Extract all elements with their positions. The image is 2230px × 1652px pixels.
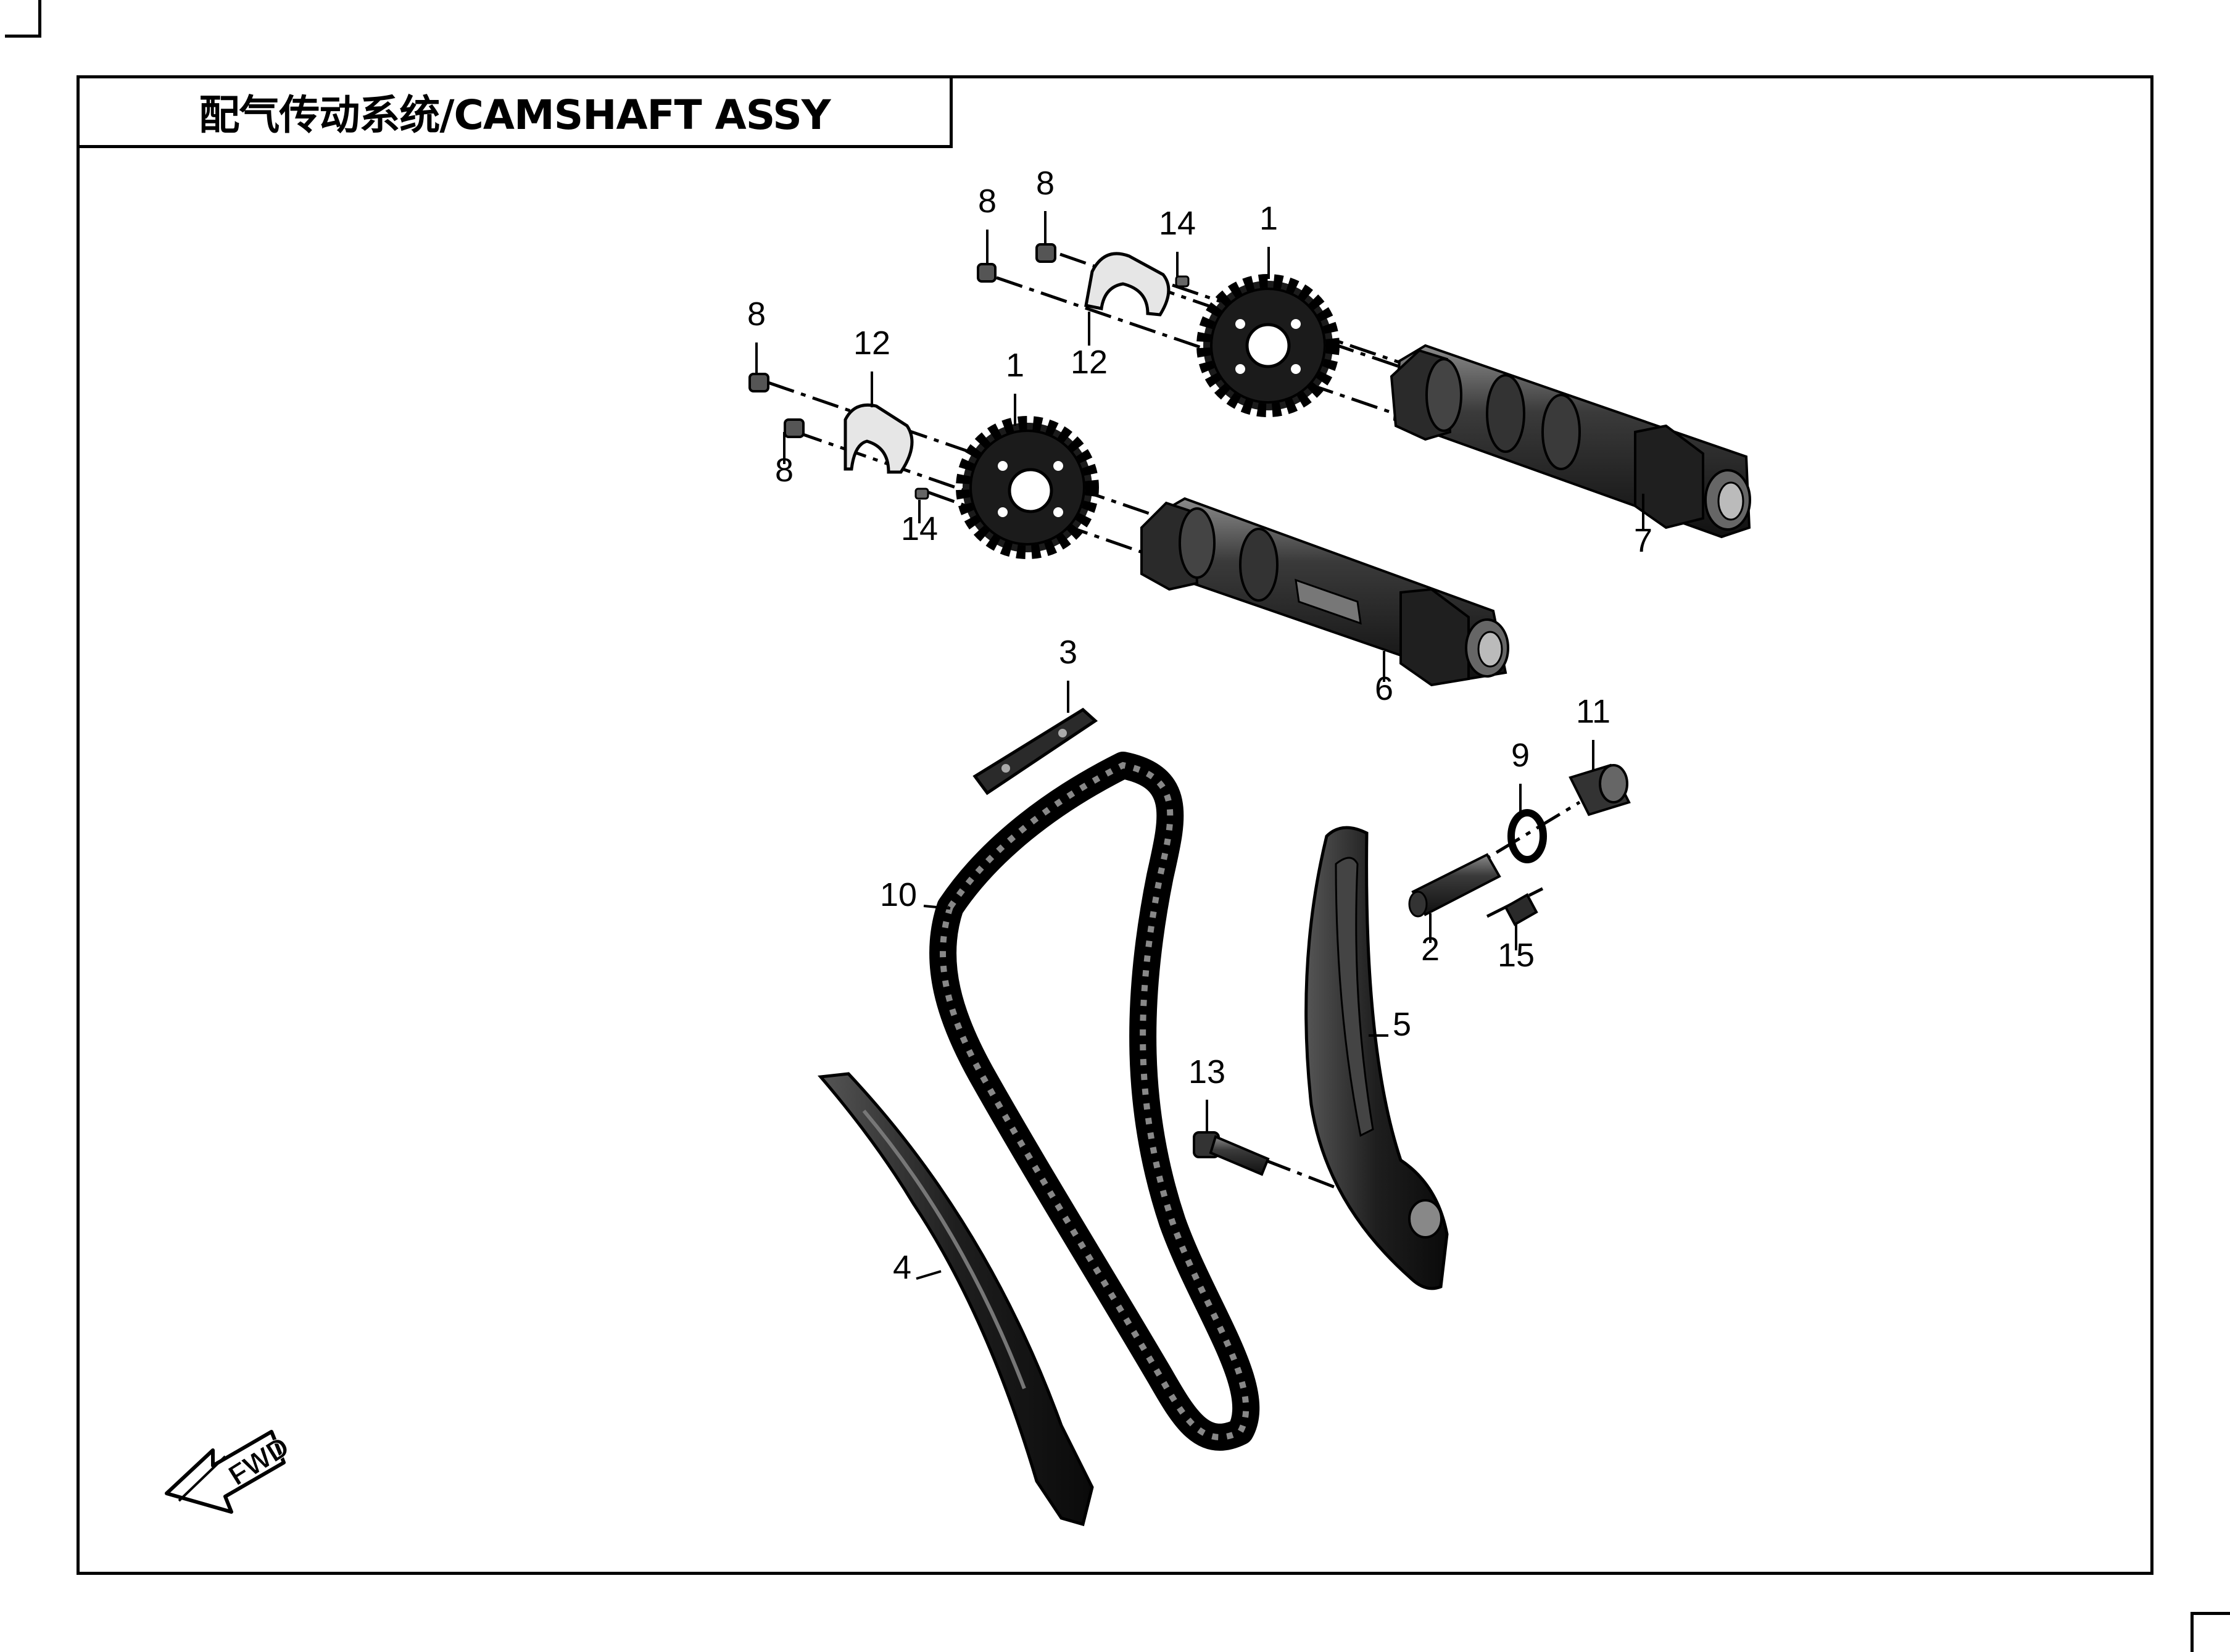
chain-guide-upper xyxy=(972,681,1098,795)
pins-14 xyxy=(914,275,1190,500)
callout-c5: 5 xyxy=(1393,1006,1411,1043)
tensioner-pin xyxy=(1408,853,1501,943)
callout-c11: 11 xyxy=(1576,693,1610,730)
tensioner-cap xyxy=(1569,740,1631,816)
callout-c8d: 8 xyxy=(775,452,794,489)
callout-c3: 3 xyxy=(1059,634,1077,671)
callout-c2: 2 xyxy=(1421,931,1440,968)
fixed-guide xyxy=(818,1072,1094,1527)
callout-c8a: 8 xyxy=(978,183,997,220)
callout-c13: 13 xyxy=(1188,1053,1225,1090)
callout-c7: 7 xyxy=(1634,522,1652,559)
diagram-frame xyxy=(77,75,2153,1575)
sprocket-upper xyxy=(1196,247,1340,417)
callout-c14a: 14 xyxy=(1159,205,1196,242)
callout-c1a: 1 xyxy=(1259,200,1278,237)
fwd-arrow: FWD xyxy=(165,1430,295,1514)
tensioner-plug xyxy=(1504,893,1538,950)
camshaft-lower xyxy=(1140,497,1509,687)
callout-c1b: 1 xyxy=(1006,347,1024,384)
plate-lower xyxy=(844,371,914,474)
bolts-8 xyxy=(748,243,1056,438)
callout-c15: 15 xyxy=(1498,937,1535,974)
callout-c12b: 12 xyxy=(1071,344,1108,381)
o-ring xyxy=(1507,784,1547,863)
tensioner-guide xyxy=(1304,826,1449,1290)
callout-c9: 9 xyxy=(1511,737,1530,774)
tensioner-bolt xyxy=(1193,1100,1270,1176)
callout-c12a: 12 xyxy=(853,325,890,362)
callout-c4: 4 xyxy=(893,1249,911,1286)
plate-upper xyxy=(1084,252,1171,346)
crop-mark-bottom-right xyxy=(2191,1612,2230,1652)
callout-c8b: 8 xyxy=(1036,165,1055,202)
page-title: 配气传动系统/CAMSHAFT ASSY xyxy=(199,91,831,139)
timing-chain xyxy=(923,752,1260,1451)
callout-c14b: 14 xyxy=(901,510,938,547)
callout-c10: 10 xyxy=(880,876,917,913)
callout-c8c: 8 xyxy=(747,296,766,333)
sprocket-lower xyxy=(956,394,1099,559)
title-box: 配气传动系统/CAMSHAFT ASSY xyxy=(77,75,953,148)
bolt-leaders xyxy=(755,211,1047,464)
callout-c6: 6 xyxy=(1375,670,1393,707)
camshaft-upper xyxy=(1390,344,1751,539)
crop-mark-top-left xyxy=(5,0,41,38)
